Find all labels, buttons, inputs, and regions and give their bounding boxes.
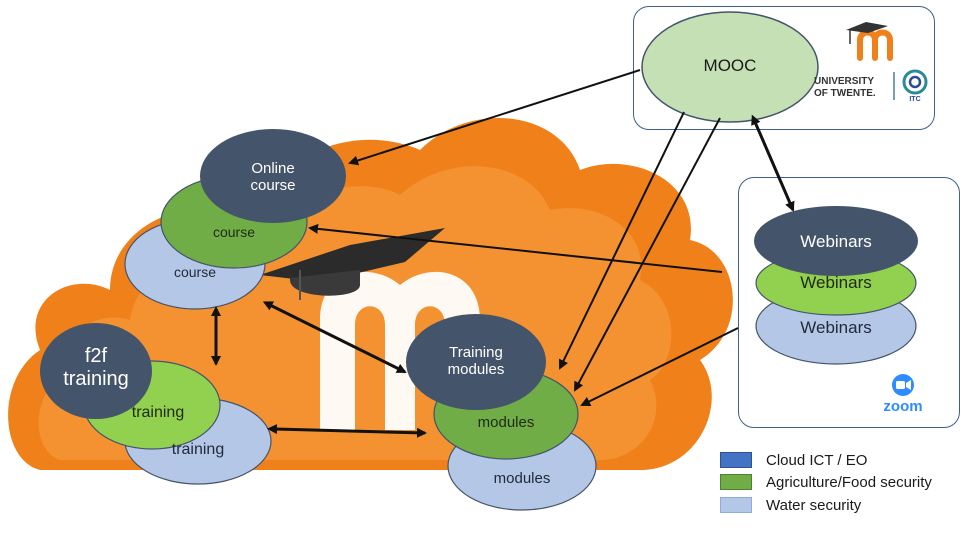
legend-label-water: Water security [766, 496, 862, 514]
online-course-front-label: Online course [250, 160, 296, 195]
webinars-back-label: Webinars [800, 318, 872, 337]
modules-middle-label: modules [477, 414, 535, 431]
university-line1: UNIVERSITY [814, 76, 875, 87]
legend-swatch-water [720, 497, 752, 513]
legend-label-agriculture: Agriculture/Food security [766, 473, 932, 491]
webinars-stack [754, 206, 918, 365]
f2f-training-stack [40, 323, 272, 485]
zoom-label: zoom [883, 398, 923, 415]
online-course-middle-label: course [212, 224, 256, 240]
modules-back-label: modules [493, 470, 551, 487]
legend-swatch-agriculture [720, 474, 752, 490]
legend-swatch-cloud [720, 452, 752, 468]
legend-item-cloud: Cloud ICT / EO [720, 451, 867, 469]
training-modules-stack [406, 314, 597, 511]
moodle-m-logo [846, 22, 893, 61]
itc-label: ITC [909, 96, 921, 103]
zoom-camera-icon [892, 374, 914, 396]
webinars-middle-label: Webinars [800, 273, 872, 292]
itc-logo [893, 69, 928, 100]
arrows [211, 69, 795, 438]
mooc-label: MOOC [703, 56, 757, 75]
f2f-front-label: f2f training [63, 345, 129, 390]
legend-item-agriculture: Agriculture/Food security [720, 473, 932, 491]
webinars-front-label: Webinars [800, 232, 872, 251]
online-course-back-label: course [173, 264, 217, 280]
legend-label-cloud: Cloud ICT / EO [766, 451, 868, 469]
legend-item-water: Water security [720, 496, 861, 514]
mooc-ellipse [641, 11, 819, 123]
f2f-back-label: training [171, 441, 225, 458]
online-course-stack [124, 129, 346, 310]
university-line2: OF TWENTE. [814, 88, 876, 99]
modules-front-label: Training modules [447, 344, 505, 379]
f2f-middle-label: training [131, 404, 185, 421]
